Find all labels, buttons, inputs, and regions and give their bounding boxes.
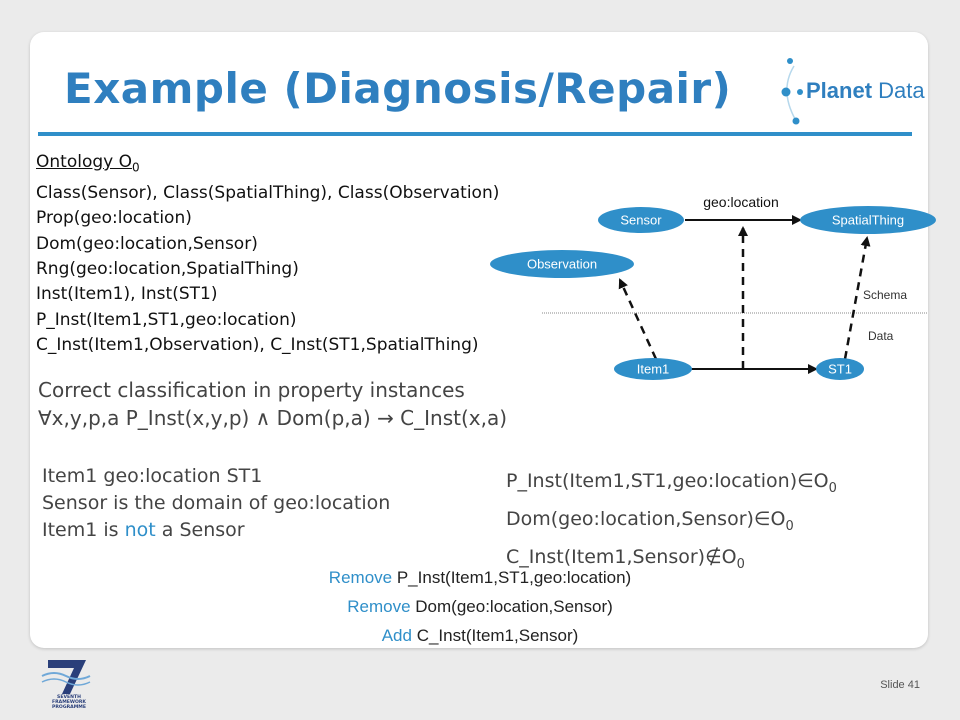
- fp7-caption-line: SEVENTH FRAMEWORK: [51, 695, 86, 705]
- data-label: Data: [868, 329, 894, 343]
- violation-text: Dom(geo:location,Sensor)∈O: [506, 507, 786, 530]
- repair-object: C_Inst(Item1,Sensor): [416, 626, 579, 645]
- fp7-logo-icon: [41, 660, 91, 694]
- ontology-line: C_Inst(Item1,Observation), C_Inst(ST1,Sp…: [36, 335, 479, 356]
- node-spatialthing-label: SpatialThing: [832, 213, 904, 228]
- logo-name-light: Data: [878, 78, 925, 103]
- slide-number-label: Slide: [880, 679, 905, 691]
- repair-object: Dom(geo:location,Sensor): [415, 597, 613, 616]
- edge-item1-observation: [618, 278, 658, 360]
- edge-label-geo-location: geo:location: [703, 194, 779, 210]
- fact-line: Sensor is the domain of geo:location: [42, 492, 391, 514]
- violation-line: C_Inst(Item1,Sensor)∉O0: [506, 542, 837, 580]
- fact-line: Item1 is not a Sensor: [42, 517, 390, 544]
- repair-line: Remove Dom(geo:location,Sensor): [0, 592, 960, 621]
- ontology-heading-sub: 0: [131, 160, 140, 175]
- ontology-line: Class(Sensor), Class(SpatialThing), Clas…: [36, 182, 500, 203]
- node-item1: [614, 358, 692, 380]
- repair-line: Remove P_Inst(Item1,ST1,geo:location): [0, 563, 960, 592]
- violation-sub: 0: [785, 518, 794, 534]
- slide-number-value: 41: [907, 679, 920, 691]
- node-observation-label: Observation: [527, 257, 597, 272]
- fact-line: Item1 geo:location ST1: [42, 465, 263, 487]
- fact-negation: not: [124, 519, 156, 541]
- violation-line: P_Inst(Item1,ST1,geo:location)∈O0: [506, 466, 837, 504]
- node-sensor-label: Sensor: [620, 213, 662, 228]
- principle-title: Correct classification in property insta…: [38, 378, 465, 402]
- repair-verb: Remove: [328, 568, 393, 587]
- node-item1-label: Item1: [637, 362, 670, 377]
- principle-formula: ∀x,y,p,a P_Inst(x,y,p) ∧ Dom(p,a) → C_In…: [38, 406, 508, 430]
- slide-title: Example (Diagnosis/Repair): [64, 64, 732, 113]
- ontology-line: Prop(geo:location): [36, 208, 192, 229]
- node-st1: [816, 358, 864, 380]
- ontology-line: Inst(Item1), Inst(ST1): [36, 284, 218, 305]
- ontology-line: Rng(geo:location,SpatialThing): [36, 259, 299, 280]
- violation-sub: 0: [736, 556, 745, 572]
- violation-sub: 0: [828, 480, 837, 496]
- ontology-line: P_Inst(Item1,ST1,geo:location): [36, 309, 297, 330]
- node-sensor: [598, 207, 684, 233]
- violation-text: P_Inst(Item1,ST1,geo:location)∈O: [506, 470, 829, 492]
- fact-text: Item1 is: [42, 519, 125, 541]
- fp7-caption-line: PROGRAMME: [52, 705, 86, 710]
- repairs-block: Remove P_Inst(Item1,ST1,geo:location) Re…: [0, 563, 960, 650]
- principle-block: Correct classification in property insta…: [38, 376, 507, 432]
- ontology-line: Dom(geo:location,Sensor): [36, 233, 258, 254]
- planet-data-logo-icon: [781, 58, 803, 125]
- slide-number: Slide 41: [880, 679, 920, 691]
- logo-name-bold: Planet: [806, 78, 873, 103]
- fact-text: a Sensor: [155, 519, 245, 541]
- title-underline: [38, 132, 912, 136]
- repair-object: P_Inst(Item1,ST1,geo:location): [396, 568, 632, 587]
- violation-line: Dom(geo:location,Sensor)∈O0: [506, 504, 837, 542]
- ontology-heading: Ontology O0: [36, 150, 499, 181]
- ontology-diagram: Sensor SpatialThing Observation Item1 ST…: [490, 194, 936, 380]
- repair-verb: Remove: [347, 597, 411, 616]
- ontology-heading-text: Ontology O: [36, 152, 132, 172]
- node-observation: [490, 250, 634, 278]
- violations-block: P_Inst(Item1,ST1,geo:location)∈O0 Dom(ge…: [506, 466, 837, 579]
- node-st1-label: ST1: [828, 362, 852, 377]
- node-spatialthing: [800, 206, 936, 234]
- violation-text: C_Inst(Item1,Sensor)∉O: [506, 545, 737, 568]
- repair-verb: Add: [381, 626, 412, 645]
- edge-st1-spatialthing: [843, 236, 871, 360]
- ontology-definition: Ontology O0 Class(Sensor), Class(Spatial…: [36, 150, 499, 359]
- facts-block: Item1 geo:location ST1 Sensor is the dom…: [42, 463, 390, 544]
- logo-wordmark: Planet Data: [806, 78, 925, 104]
- repair-line: Add C_Inst(Item1,Sensor): [0, 621, 960, 650]
- schema-label: Schema: [863, 288, 907, 302]
